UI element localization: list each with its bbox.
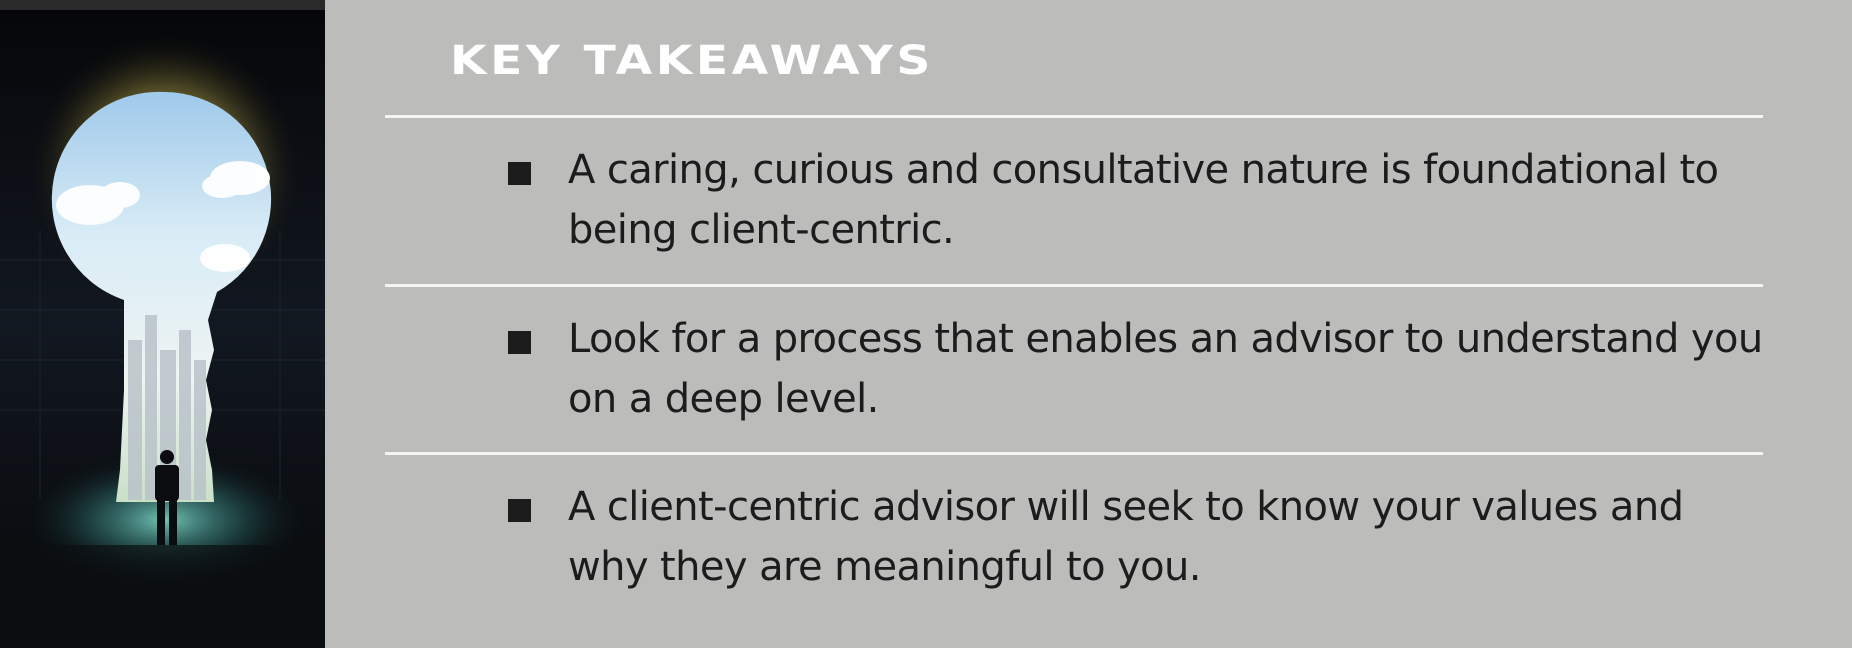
square-bullet-icon: [508, 499, 531, 522]
keyhole-illustration: [0, 0, 325, 648]
divider-rule: [385, 452, 1763, 455]
takeaway-item: A caring, curious and consultative natur…: [385, 118, 1763, 284]
takeaways-panel: KEY TAKEAWAYS A caring, curious and cons…: [325, 0, 1852, 648]
takeaway-text: A caring, curious and consultative natur…: [568, 147, 1719, 253]
section-heading: KEY TAKEAWAYS: [450, 38, 934, 84]
divider-rule: [385, 284, 1763, 287]
takeaway-text: A client-centric advisor will seek to kn…: [568, 484, 1684, 590]
takeaway-item: A client-centric advisor will seek to kn…: [385, 455, 1763, 621]
takeaway-item: Look for a process that enables an advis…: [385, 287, 1763, 453]
divider-rule: [385, 115, 1763, 118]
square-bullet-icon: [508, 162, 531, 185]
square-bullet-icon: [508, 331, 531, 354]
keyhole-doorway-image: [0, 0, 325, 648]
takeaway-text: Look for a process that enables an advis…: [568, 316, 1763, 422]
